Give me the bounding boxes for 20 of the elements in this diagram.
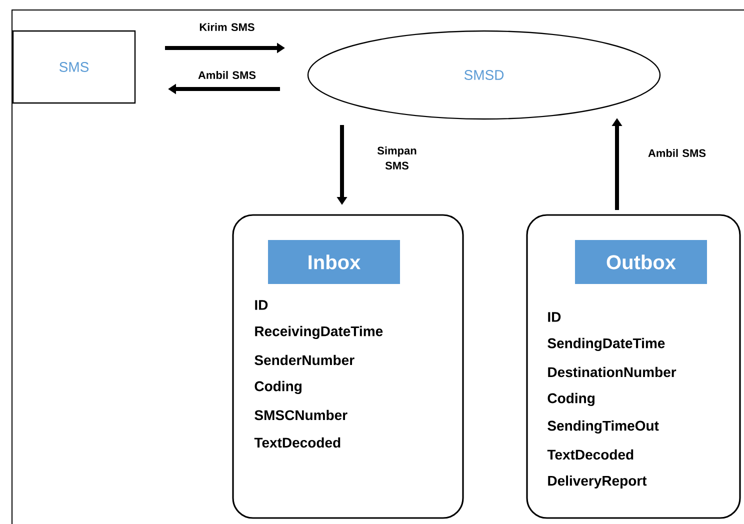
edge-label: Ambil SMS bbox=[198, 70, 256, 80]
field-name: Coding bbox=[548, 392, 594, 406]
field-name: ReceivingDateTime bbox=[255, 326, 383, 340]
field-name: ID bbox=[255, 300, 268, 310]
field-name: TextDecoded bbox=[254, 437, 340, 448]
edge-label: Ambil SMS bbox=[648, 148, 706, 158]
edge-label: Simpan SMS bbox=[377, 146, 416, 170]
edge-label: Kirim SMS bbox=[200, 22, 254, 32]
header-box: Inbox bbox=[268, 240, 400, 284]
field-name: Coding bbox=[254, 380, 302, 394]
field-name: DestinationNumber bbox=[548, 366, 676, 378]
field-name: SendingTimeOut bbox=[548, 420, 659, 434]
field-name: ID bbox=[548, 312, 561, 322]
field-name: DeliveryReport bbox=[548, 475, 647, 489]
header-box: Outbox bbox=[575, 240, 707, 284]
field-name: SenderNumber bbox=[254, 354, 354, 366]
field-name: TextDecoded bbox=[547, 449, 634, 460]
sms-box: SMS bbox=[12, 30, 136, 104]
field-name: SMSCNumber bbox=[254, 410, 348, 420]
field-name: SendingDateTime bbox=[548, 338, 665, 352]
